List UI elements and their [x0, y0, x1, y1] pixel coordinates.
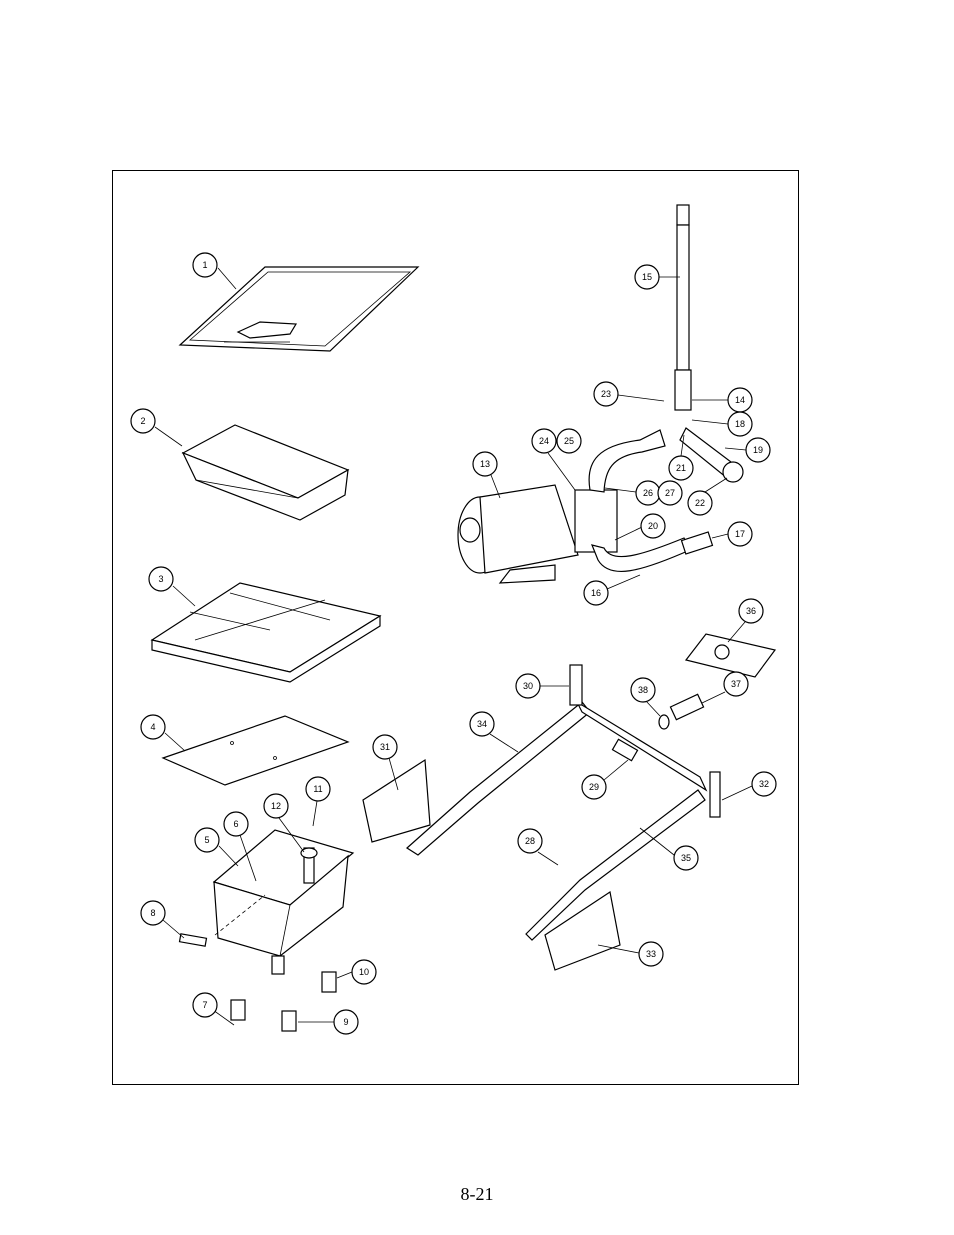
svg-text:31: 31	[380, 742, 390, 752]
part-36-plate	[684, 633, 777, 678]
callout-38: 38	[630, 677, 661, 717]
callout-27: 27	[657, 480, 683, 506]
callout-17: 17	[711, 521, 753, 547]
callout-1: 1	[192, 252, 237, 290]
callout-19: 19	[724, 437, 771, 463]
svg-text:15: 15	[642, 272, 652, 282]
part-3-rack	[150, 582, 382, 683]
pump-piping	[588, 204, 744, 572]
svg-text:5: 5	[204, 835, 209, 845]
svg-text:34: 34	[477, 719, 487, 729]
callout-13: 13	[472, 451, 501, 499]
svg-text:19: 19	[753, 445, 763, 455]
svg-text:36: 36	[746, 606, 756, 616]
svg-text:32: 32	[759, 779, 769, 789]
svg-text:28: 28	[525, 836, 535, 846]
callout-4: 4	[140, 714, 186, 752]
part-13-pump-motor	[457, 484, 618, 584]
callout-28: 28	[517, 828, 559, 866]
part-5-tank	[178, 829, 355, 957]
callout-6: 6	[223, 811, 257, 882]
svg-text:33: 33	[646, 949, 656, 959]
callout-35: 35	[639, 827, 699, 871]
part-4-sheet	[161, 715, 350, 786]
part-37-fitting	[658, 693, 705, 730]
callout-22: 22	[687, 477, 728, 516]
svg-text:38: 38	[638, 685, 648, 695]
callout-14: 14	[692, 387, 753, 413]
svg-text:1: 1	[202, 260, 207, 270]
callout-10: 10	[336, 959, 377, 985]
callout-5: 5	[194, 827, 239, 867]
svg-text:16: 16	[591, 588, 601, 598]
svg-text:2: 2	[140, 416, 145, 426]
svg-text:35: 35	[681, 853, 691, 863]
callout-23: 23	[593, 381, 665, 407]
svg-text:20: 20	[648, 521, 658, 531]
callout-34: 34	[469, 711, 519, 753]
callouts: 1 2 3 4 5 6 7 8 9 10 11 12 13 14 15 16 1…	[130, 252, 777, 1035]
callout-15: 15	[634, 264, 680, 290]
svg-text:27: 27	[665, 488, 675, 498]
casters	[230, 955, 337, 1032]
callout-9: 9	[298, 1009, 359, 1035]
svg-text:37: 37	[731, 679, 741, 689]
svg-text:30: 30	[523, 681, 533, 691]
svg-text:9: 9	[343, 1017, 348, 1027]
svg-text:22: 22	[695, 498, 705, 508]
callout-21: 21	[668, 434, 694, 481]
page-number: 8-21	[460, 1184, 494, 1204]
callout-12: 12	[263, 793, 305, 853]
svg-text:25: 25	[564, 436, 574, 446]
part-2-pan	[181, 424, 350, 521]
callout-24: 24	[531, 428, 576, 491]
part-1-tray	[178, 266, 420, 352]
callout-16: 16	[583, 574, 641, 606]
callout-33: 33	[597, 941, 664, 967]
svg-text:26: 26	[643, 488, 653, 498]
svg-text:11: 11	[313, 784, 322, 794]
svg-text:14: 14	[735, 395, 745, 405]
callout-3: 3	[148, 566, 196, 607]
callout-18: 18	[691, 411, 753, 437]
callout-32: 32	[721, 771, 777, 801]
callout-20: 20	[614, 513, 666, 541]
svg-text:10: 10	[359, 967, 369, 977]
svg-text:18: 18	[735, 419, 745, 429]
svg-text:23: 23	[601, 389, 611, 399]
callout-29: 29	[581, 759, 629, 800]
svg-text:21: 21	[676, 463, 686, 473]
svg-text:12: 12	[271, 801, 281, 811]
svg-text:8: 8	[150, 908, 155, 918]
callout-36: 36	[727, 598, 764, 643]
callout-11: 11	[305, 776, 331, 827]
svg-text:4: 4	[150, 722, 155, 732]
svg-text:3: 3	[158, 574, 163, 584]
callout-2: 2	[130, 408, 183, 447]
svg-text:13: 13	[480, 459, 490, 469]
svg-text:7: 7	[202, 1000, 207, 1010]
callout-31: 31	[372, 734, 399, 791]
svg-text:6: 6	[233, 819, 238, 829]
callout-8: 8	[140, 900, 185, 939]
svg-text:29: 29	[589, 782, 599, 792]
callout-37: 37	[701, 671, 749, 704]
diagram-frame	[112, 170, 799, 1085]
svg-text:24: 24	[539, 436, 549, 446]
svg-text:17: 17	[735, 529, 745, 539]
callout-25: 25	[556, 428, 582, 454]
callout-30: 30	[515, 673, 569, 699]
stand-frame	[362, 664, 721, 971]
callout-7: 7	[192, 992, 235, 1026]
